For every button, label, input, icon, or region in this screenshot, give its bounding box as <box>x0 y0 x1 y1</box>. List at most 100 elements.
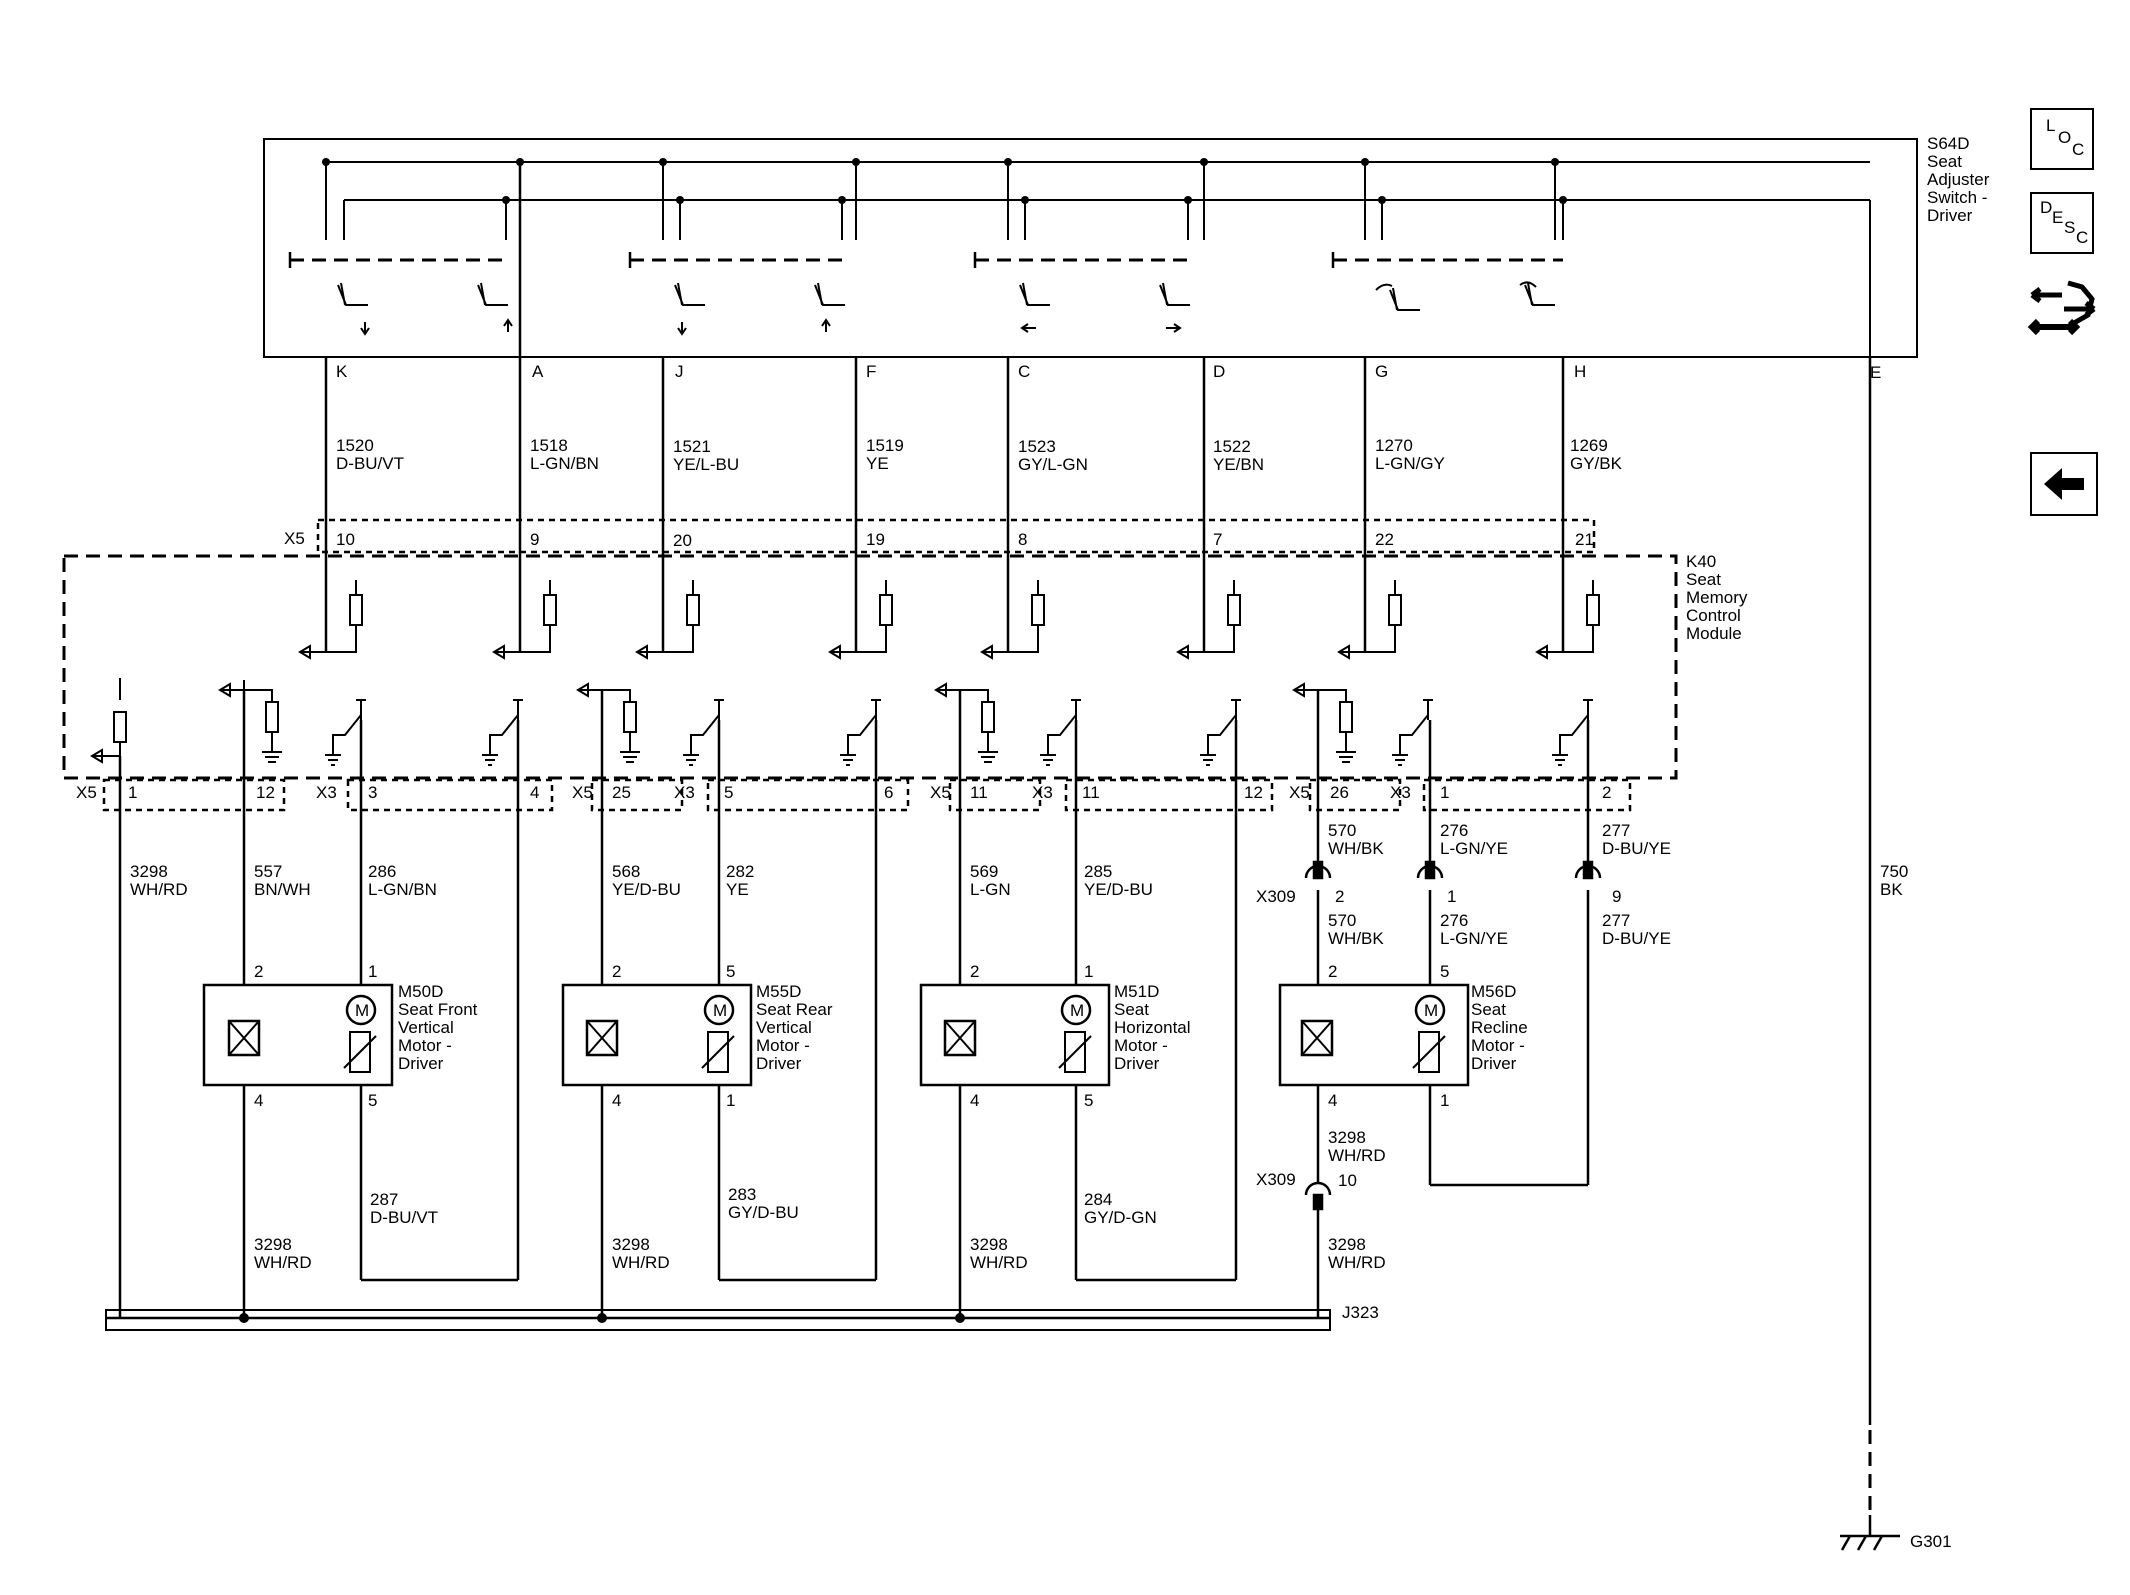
j323-splice: J323 <box>105 1303 1379 1331</box>
svg-text:GY/BK: GY/BK <box>1570 454 1623 473</box>
svg-text:YE: YE <box>726 880 749 899</box>
svg-text:2: 2 <box>254 962 263 981</box>
svg-text:M: M <box>355 1001 369 1020</box>
svg-text:YE: YE <box>866 454 889 473</box>
svg-text:2: 2 <box>970 962 979 981</box>
svg-text:X3: X3 <box>1390 783 1411 802</box>
svg-text:4: 4 <box>254 1091 263 1110</box>
connector-wrench-icon[interactable] <box>2028 275 2100 345</box>
svg-text:4: 4 <box>530 783 539 802</box>
lower-connectors: X5 X3 X5 X3 X5 X3 X5 X3 <box>76 778 1632 812</box>
svg-text:D-BU/VT: D-BU/VT <box>370 1208 438 1227</box>
svg-text:12: 12 <box>1244 783 1263 802</box>
svg-text:WH/BK: WH/BK <box>1328 839 1384 858</box>
svg-text:8: 8 <box>1018 530 1027 549</box>
svg-text:M55D: M55D <box>756 982 801 1001</box>
lower-wires <box>118 690 1590 1318</box>
k40-output-circuits <box>90 678 1593 766</box>
svg-text:3298: 3298 <box>612 1235 650 1254</box>
svg-text:Seat Front: Seat Front <box>398 1000 478 1019</box>
svg-text:557: 557 <box>254 862 282 881</box>
svg-text:D-BU/VT: D-BU/VT <box>336 454 404 473</box>
switch-module-box <box>263 138 1918 358</box>
svg-text:1: 1 <box>1447 887 1456 906</box>
svg-text:YE/L-BU: YE/L-BU <box>673 455 739 474</box>
svg-text:M56D: M56D <box>1471 982 1516 1001</box>
svg-text:1523: 1523 <box>1018 437 1056 456</box>
svg-text:WH/RD: WH/RD <box>1328 1146 1386 1165</box>
svg-text:L-GN/BN: L-GN/BN <box>368 880 437 899</box>
svg-text:BK: BK <box>1880 880 1903 899</box>
svg-text:12: 12 <box>256 783 275 802</box>
svg-text:Motor -: Motor - <box>1114 1036 1168 1055</box>
svg-text:22: 22 <box>1375 530 1394 549</box>
svg-text:Memory: Memory <box>1686 588 1748 607</box>
svg-text:1: 1 <box>368 962 377 981</box>
svg-text:Adjuster: Adjuster <box>1927 170 1990 189</box>
x5-upper-connector <box>316 518 1596 554</box>
svg-text:Seat Rear: Seat Rear <box>756 1000 833 1019</box>
svg-text:E: E <box>1870 363 1881 382</box>
svg-text:J: J <box>675 362 684 381</box>
svg-text:L-GN/YE: L-GN/YE <box>1440 839 1508 858</box>
control-module-label: K40 Seat Memory Control Module <box>1686 552 1748 643</box>
loc-button[interactable]: L O C <box>2030 108 2094 170</box>
svg-text:2: 2 <box>612 962 621 981</box>
svg-text:Driver: Driver <box>1114 1054 1160 1073</box>
svg-text:L-GN/YE: L-GN/YE <box>1440 929 1508 948</box>
k40-input-circuits <box>298 580 1600 660</box>
svg-text:1: 1 <box>1440 1091 1449 1110</box>
switch-module-label: S64D Seat Adjuster Switch - Driver <box>1927 134 1990 225</box>
svg-text:5: 5 <box>726 962 735 981</box>
svg-text:5: 5 <box>724 783 733 802</box>
svg-text:M: M <box>1070 1001 1084 1020</box>
svg-text:1: 1 <box>1084 962 1093 981</box>
svg-text:283: 283 <box>728 1185 756 1204</box>
svg-text:3298: 3298 <box>130 862 168 881</box>
svg-text:277: 277 <box>1602 911 1630 930</box>
svg-text:X5: X5 <box>930 783 951 802</box>
svg-text:2: 2 <box>1602 783 1611 802</box>
back-button[interactable] <box>2030 452 2098 516</box>
svg-text:M: M <box>1424 1001 1438 1020</box>
svg-text:J323: J323 <box>1342 1303 1379 1322</box>
svg-text:1: 1 <box>128 783 137 802</box>
svg-text:Driver: Driver <box>1471 1054 1517 1073</box>
svg-text:3: 3 <box>368 783 377 802</box>
svg-text:Seat: Seat <box>1471 1000 1506 1019</box>
svg-text:5: 5 <box>368 1091 377 1110</box>
svg-text:11: 11 <box>970 783 988 802</box>
svg-text:570: 570 <box>1328 911 1356 930</box>
svg-text:Seat: Seat <box>1927 152 1962 171</box>
svg-text:568: 568 <box>612 862 640 881</box>
svg-text:M50D: M50D <box>398 982 443 1001</box>
svg-text:569: 569 <box>970 862 998 881</box>
svg-text:1: 1 <box>726 1091 735 1110</box>
svg-text:5: 5 <box>1440 962 1449 981</box>
svg-text:1520: 1520 <box>336 436 374 455</box>
svg-text:Motor -: Motor - <box>756 1036 810 1055</box>
svg-text:WH/RD: WH/RD <box>970 1253 1028 1272</box>
svg-text:WH/RD: WH/RD <box>612 1253 670 1272</box>
svg-text:287: 287 <box>370 1190 398 1209</box>
svg-text:277: 277 <box>1602 821 1630 840</box>
svg-text:Driver: Driver <box>756 1054 802 1073</box>
svg-text:X309: X309 <box>1256 887 1296 906</box>
svg-text:3298: 3298 <box>1328 1235 1366 1254</box>
svg-text:K: K <box>336 362 348 381</box>
svg-text:BN/WH: BN/WH <box>254 880 311 899</box>
svg-text:19: 19 <box>866 530 885 549</box>
svg-text:F: F <box>866 362 876 381</box>
switch-contacts <box>288 158 1567 268</box>
svg-text:750: 750 <box>1880 862 1908 881</box>
svg-text:Module: Module <box>1686 624 1742 643</box>
svg-text:1270: 1270 <box>1375 436 1413 455</box>
desc-button[interactable]: D E S C <box>2030 192 2094 254</box>
g301-label: G301 <box>1910 1532 1952 1551</box>
svg-text:282: 282 <box>726 862 754 881</box>
svg-text:Driver: Driver <box>1927 206 1973 225</box>
switch-pin-labels: K A J F C D G H E <box>336 362 1881 382</box>
